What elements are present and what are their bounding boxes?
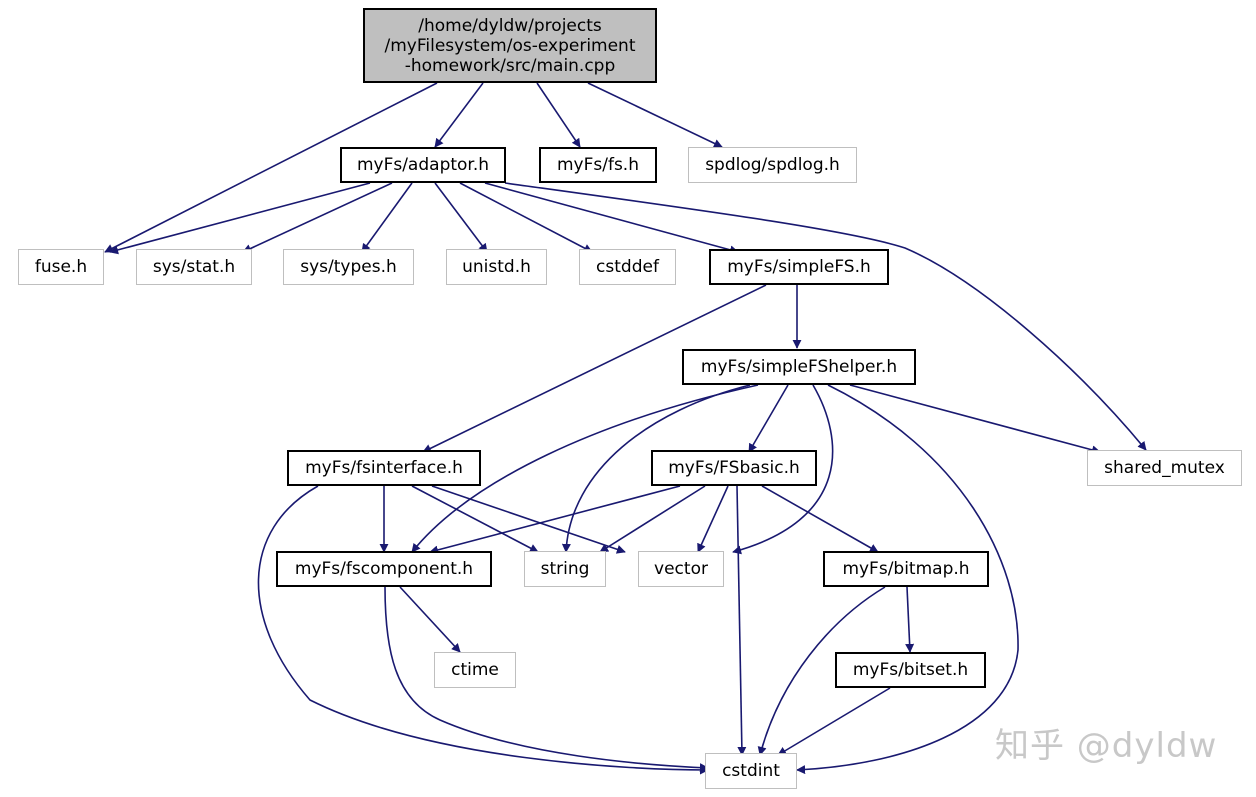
edge-adaptor-types	[361, 182, 413, 253]
edge-helper-fscomponent	[411, 384, 759, 553]
watermark-text: 知乎 @dyldw	[995, 726, 1218, 766]
node-shared-mutex: shared_mutex	[1087, 450, 1242, 486]
node-unistd: unistd.h	[446, 249, 547, 285]
node-sys-stat: sys/stat.h	[136, 249, 252, 285]
edge-simplefs-fsinterface	[422, 284, 767, 453]
node-fuse: fuse.h	[18, 249, 104, 285]
edge-fsbasic-cstdint	[736, 485, 747, 756]
edge-adaptor-unistd	[434, 182, 488, 253]
root-line-3: -homework/src/main.cpp	[404, 55, 616, 76]
edge-fscomponent-ctime	[399, 586, 461, 653]
edge-main-fuse	[104, 82, 438, 253]
edge-helper-mutex	[849, 384, 1101, 455]
node-adaptor[interactable]: myFs/adaptor.h	[340, 147, 506, 183]
edge-fsbasic-fscomponent	[429, 485, 681, 555]
edge-fsbasic-vector	[697, 485, 729, 553]
edge-main-spdlog	[587, 82, 723, 148]
node-fs[interactable]: myFs/fs.h	[539, 147, 657, 183]
node-ctime: ctime	[434, 652, 516, 688]
edge-adaptor-cstddef	[459, 182, 593, 253]
node-cstddef: cstddef	[579, 249, 676, 285]
node-fsbasic[interactable]: myFs/FSbasic.h	[651, 450, 817, 486]
node-bitset[interactable]: myFs/bitset.h	[835, 652, 986, 688]
edge-adaptor-simplefs	[484, 182, 739, 255]
edge-main-fs	[536, 82, 581, 148]
node-fscomponent[interactable]: myFs/fscomponent.h	[276, 551, 492, 587]
node-fsinterface[interactable]: myFs/fsinterface.h	[287, 450, 481, 486]
edge-fsinterface-vector	[431, 485, 626, 554]
node-bitmap[interactable]: myFs/bitmap.h	[823, 551, 989, 587]
node-cstdint: cstdint	[705, 753, 797, 789]
edge-adaptor-stat	[242, 182, 393, 253]
edge-adaptor-fuse	[109, 182, 371, 255]
root-line-2: /myFilesystem/os-experiment	[384, 35, 636, 56]
edge-bitset-cstdint	[777, 687, 891, 756]
edge-adaptor-mutex	[504, 182, 1147, 451]
edge-fsinterface-string	[411, 485, 539, 553]
node-vector: vector	[638, 551, 724, 587]
root-line-1: /home/dyldw/projects	[418, 15, 602, 36]
edge-fscomponent-cstdint	[384, 586, 709, 773]
edge-fsbasic-bitmap	[761, 485, 879, 553]
edge-bitmap-cstdint	[757, 586, 886, 756]
node-simplefshelper[interactable]: myFs/simpleFShelper.h	[682, 349, 916, 385]
edge-bitmap-bitset	[905, 586, 915, 653]
edge-helper-vector	[732, 384, 834, 555]
edge-helper-cstdint	[796, 384, 1019, 775]
node-string: string	[524, 551, 606, 587]
edge-helper-fsbasic	[748, 384, 789, 453]
node-simplefs[interactable]: myFs/simpleFS.h	[709, 249, 889, 285]
root-node-main-cpp[interactable]: /home/dyldw/projects /myFilesystem/os-ex…	[363, 8, 657, 83]
edge-helper-string	[561, 384, 751, 553]
node-spdlog: spdlog/spdlog.h	[688, 147, 857, 183]
edge-fsbasic-string	[599, 485, 706, 553]
node-sys-types: sys/types.h	[283, 249, 414, 285]
edge-main-adaptor	[434, 82, 484, 148]
edge-fsinterface-cstdint	[257, 485, 709, 775]
